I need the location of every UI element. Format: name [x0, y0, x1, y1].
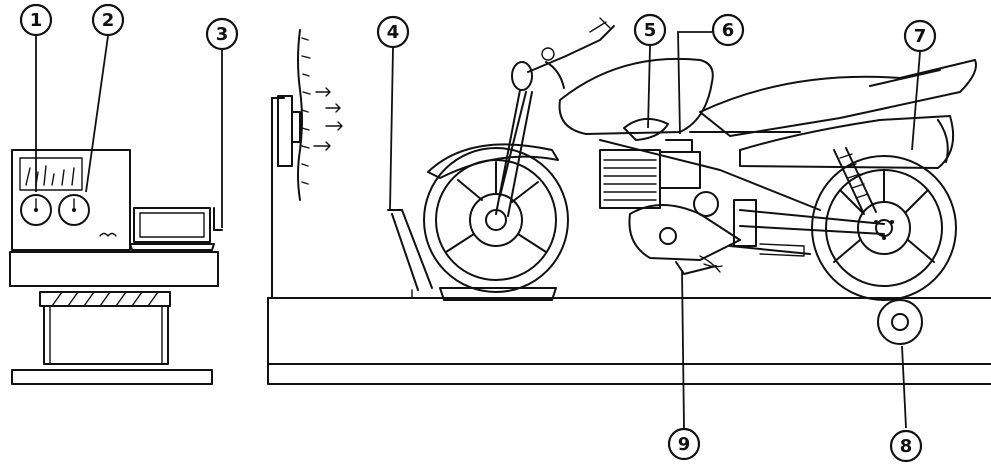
- roller-icon: [877, 299, 923, 345]
- callout-label: 6: [722, 20, 735, 41]
- callout-5: 5: [633, 13, 667, 47]
- control-console: [9, 149, 223, 385]
- callout-4: 4: [376, 15, 410, 49]
- gauge-icon: [20, 194, 52, 226]
- laptop-icon: [129, 207, 223, 251]
- callout-6: 6: [711, 13, 745, 47]
- callout-label: 5: [644, 20, 657, 41]
- callout-label: 8: [900, 436, 913, 457]
- callout-8: 8: [889, 429, 923, 463]
- callout-label: 2: [102, 10, 115, 31]
- callout-7: 7: [903, 19, 937, 53]
- callout-label: 3: [216, 24, 229, 45]
- callout-label: 7: [914, 26, 927, 47]
- motorcycle-icon: [423, 17, 977, 301]
- test-bench: [267, 209, 991, 385]
- callout-label: 9: [678, 434, 691, 455]
- callout-label: 1: [30, 10, 43, 31]
- callout-9: 9: [667, 427, 701, 461]
- leader-lines: [35, 31, 921, 429]
- callout-2: 2: [91, 3, 125, 37]
- callout-3: 3: [205, 17, 239, 51]
- callout-1: 1: [19, 3, 53, 37]
- fan-icon: [271, 29, 343, 299]
- gauge-icon: [58, 194, 90, 226]
- callout-label: 4: [387, 22, 400, 43]
